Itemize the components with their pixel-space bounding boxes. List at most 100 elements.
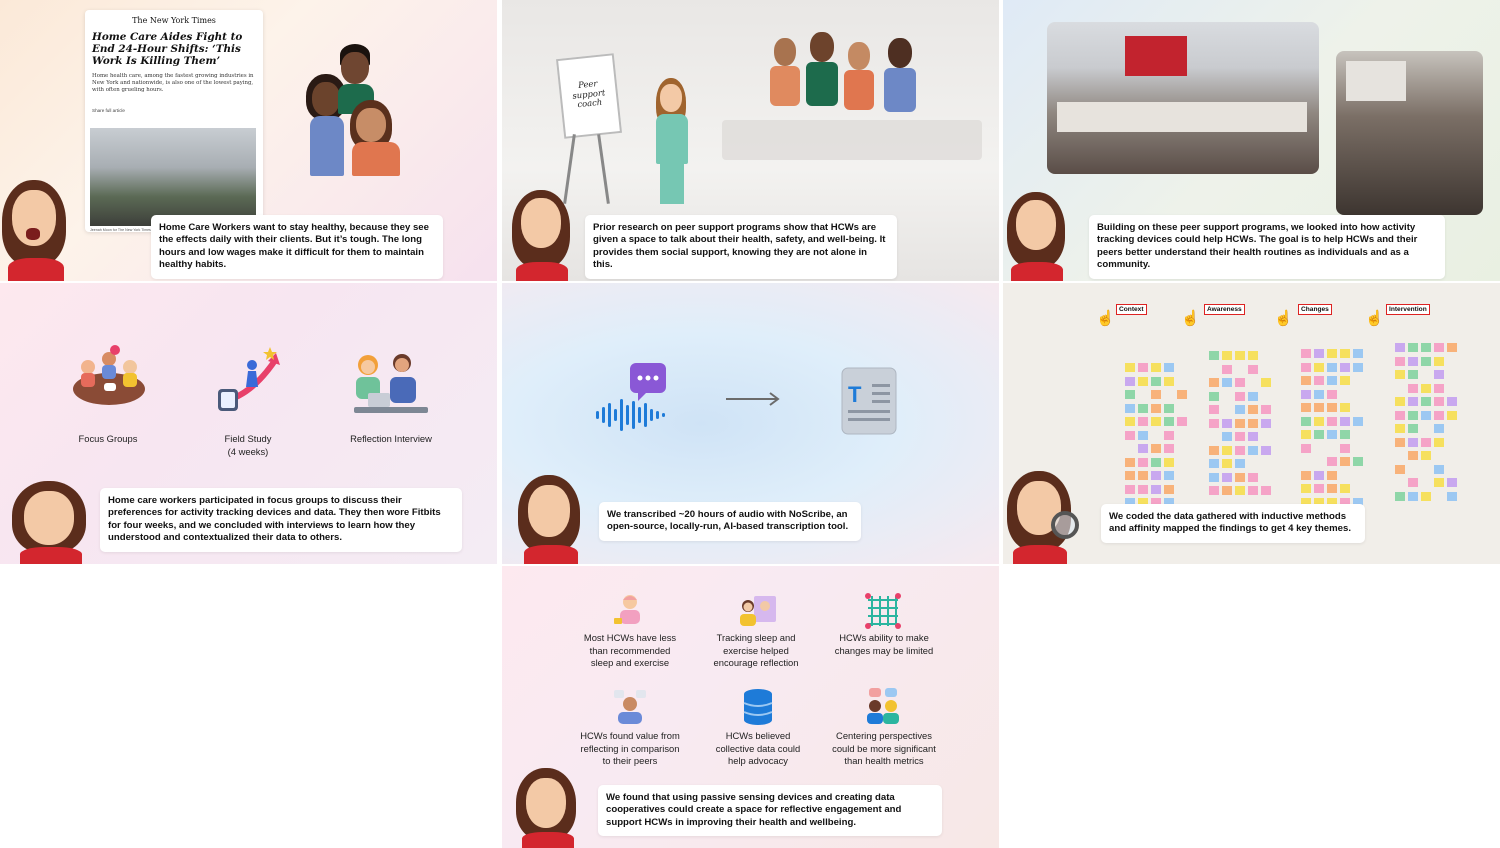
sticky-note bbox=[1434, 383, 1444, 393]
sticky-note bbox=[1421, 343, 1431, 352]
sticky-note bbox=[1125, 403, 1135, 413]
sticky-note bbox=[1222, 351, 1232, 360]
finding-text: Centering perspectives could be more sig… bbox=[832, 730, 936, 767]
sticky-note bbox=[1421, 451, 1431, 460]
sticky-note bbox=[1235, 391, 1245, 401]
sticky-note bbox=[1151, 498, 1161, 507]
panel-caption: We found that using passive sensing devi… bbox=[598, 785, 942, 837]
panel-caption: We transcribed ~20 hours of audio with N… bbox=[599, 502, 861, 541]
audio-chat-icon bbox=[594, 361, 674, 437]
sticky-note bbox=[1340, 430, 1350, 439]
narrator-avatar bbox=[516, 471, 586, 564]
sticky-note bbox=[1327, 349, 1337, 358]
sticky-note bbox=[1353, 362, 1363, 372]
sticky-note bbox=[1125, 363, 1135, 372]
network-grid-icon bbox=[864, 592, 902, 630]
sticky-note bbox=[1408, 397, 1418, 406]
article-headline: Home Care Aides Fight to End 24-Hour Shi… bbox=[92, 31, 243, 68]
sticky-note bbox=[1138, 417, 1148, 426]
perspectives-icon bbox=[863, 686, 903, 726]
sticky-note bbox=[1340, 443, 1350, 453]
sticky-note bbox=[1447, 343, 1457, 352]
sticky-note bbox=[1209, 405, 1219, 414]
sticky-note bbox=[1164, 417, 1174, 426]
sticky-note bbox=[1314, 349, 1324, 358]
sticky-note bbox=[1301, 497, 1311, 507]
sticky-note bbox=[1209, 445, 1219, 455]
sticky-note bbox=[1125, 417, 1135, 426]
sticky-note bbox=[1209, 378, 1219, 387]
sticky-note bbox=[1327, 376, 1337, 385]
sticky-note bbox=[1138, 376, 1148, 386]
finding-text: Tracking sleep and exercise helped encou… bbox=[713, 632, 799, 669]
sticky-note bbox=[1151, 390, 1161, 399]
sticky-note bbox=[1327, 457, 1337, 466]
sticky-note bbox=[1395, 464, 1405, 474]
theme-context: Context bbox=[1116, 304, 1147, 315]
sticky-note bbox=[1261, 445, 1271, 455]
sticky-note bbox=[1421, 410, 1431, 420]
sticky-note bbox=[1151, 444, 1161, 453]
sticky-note bbox=[1248, 405, 1258, 414]
narrator-avatar bbox=[0, 172, 72, 281]
panel-caption: Home Care Workers want to stay healthy, … bbox=[151, 215, 443, 279]
sticky-note bbox=[1395, 397, 1405, 406]
sticky-note bbox=[1340, 403, 1350, 412]
field-study-duration: (4 weeks) bbox=[227, 445, 269, 457]
sticky-note bbox=[1327, 389, 1337, 399]
sticky-note bbox=[1353, 349, 1363, 358]
sticky-note bbox=[1235, 405, 1245, 414]
share-article-button[interactable]: Share full article bbox=[92, 107, 125, 113]
sticky-note bbox=[1434, 437, 1444, 447]
sticky-note bbox=[1421, 383, 1431, 393]
hcw-group-characters bbox=[770, 32, 950, 132]
sticky-note bbox=[1434, 356, 1444, 366]
narrator-avatar bbox=[514, 766, 580, 848]
sticky-note bbox=[1235, 472, 1245, 482]
sticky-note bbox=[1138, 430, 1148, 440]
panel-transcription: T We transcribed ~20 hours of audio with… bbox=[502, 283, 999, 564]
sticky-note bbox=[1408, 356, 1418, 366]
sticky-note bbox=[1408, 424, 1418, 433]
panel-home-care-workers: The New York Times Home Care Aides Fight… bbox=[0, 0, 497, 281]
sticky-note bbox=[1125, 376, 1135, 386]
article-subhead: Home health care, among the fastest grow… bbox=[92, 72, 254, 93]
sticky-note bbox=[1434, 424, 1444, 433]
sticky-note bbox=[1314, 497, 1324, 507]
sticky-note bbox=[1301, 470, 1311, 480]
sticky-note bbox=[1222, 378, 1232, 387]
peer-support-easel: Peer support coach bbox=[555, 53, 623, 139]
article-photo bbox=[90, 128, 256, 226]
method-label-field-study: Field Study (4 weeks) bbox=[198, 433, 298, 458]
sticky-note bbox=[1408, 370, 1418, 379]
narrator-avatar bbox=[510, 186, 574, 281]
sticky-note bbox=[1177, 417, 1187, 426]
sticky-note bbox=[1235, 432, 1245, 441]
arrow-right-icon bbox=[724, 391, 782, 407]
sticky-note bbox=[1447, 397, 1457, 406]
sticky-note bbox=[1138, 498, 1148, 507]
sticky-note bbox=[1301, 443, 1311, 453]
sticky-note bbox=[1408, 343, 1418, 352]
sleep-exercise-icon bbox=[612, 592, 648, 628]
narrator-avatar bbox=[10, 481, 92, 564]
narrator-avatar bbox=[1005, 188, 1069, 281]
sticky-note bbox=[1408, 478, 1418, 487]
sticky-note bbox=[1248, 364, 1258, 374]
method-label-reflection-interview: Reflection Interview bbox=[350, 433, 432, 444]
sticky-note bbox=[1222, 432, 1232, 441]
sticky-note bbox=[1314, 376, 1324, 385]
sticky-note bbox=[1261, 378, 1271, 387]
reflection-interview-icon bbox=[350, 349, 430, 415]
panel-caption: Home care workers participated in focus … bbox=[100, 488, 462, 552]
sticky-note bbox=[1301, 484, 1311, 493]
sticky-note bbox=[1434, 410, 1444, 420]
sticky-note bbox=[1421, 356, 1431, 366]
sticky-note bbox=[1408, 491, 1418, 501]
sticky-note bbox=[1235, 445, 1245, 455]
sticky-note bbox=[1395, 370, 1405, 379]
sticky-note bbox=[1434, 478, 1444, 487]
finding-text: HCWs found value from reflecting in comp… bbox=[580, 730, 680, 767]
sticky-note bbox=[1408, 383, 1418, 393]
sticky-note bbox=[1408, 437, 1418, 447]
